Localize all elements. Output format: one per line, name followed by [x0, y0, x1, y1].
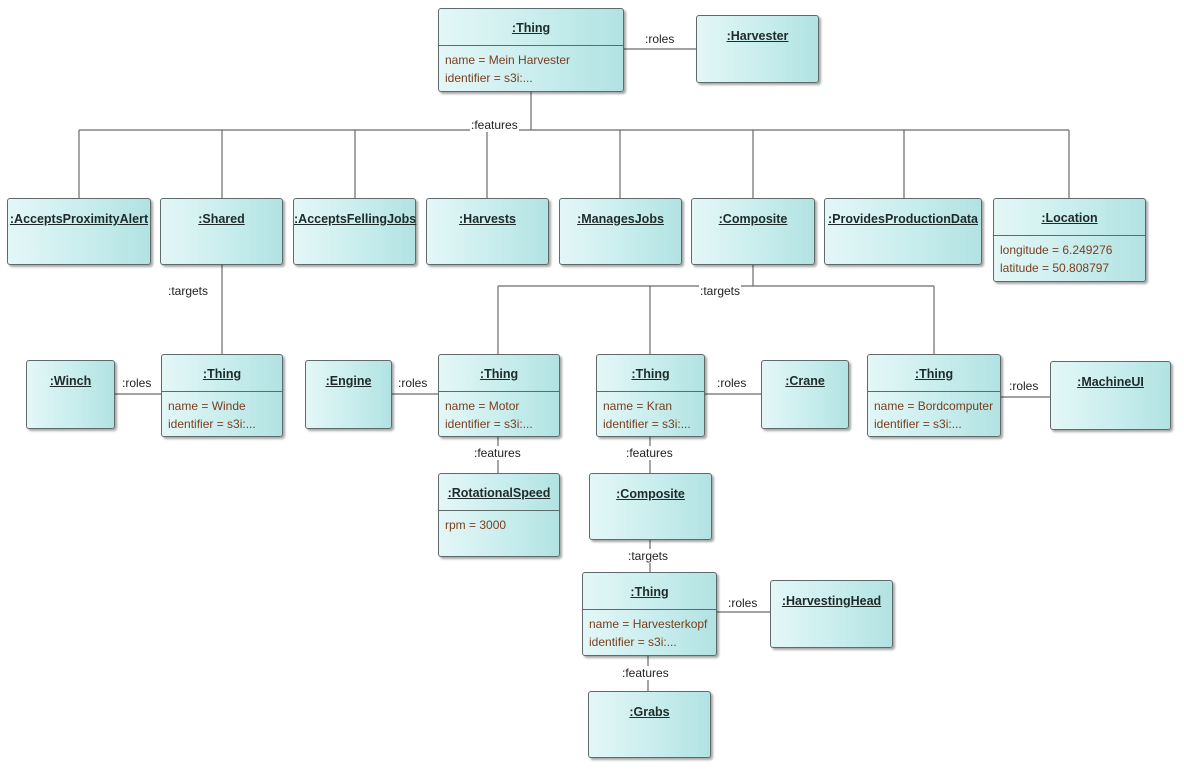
node-title: :Composite [718, 212, 788, 226]
provides-production-data-node[interactable]: :ProvidesProductionData [824, 198, 982, 265]
node-title: :Harvests [459, 212, 516, 226]
roles-label: :roles [716, 376, 748, 390]
node-title: :Shared [198, 212, 245, 226]
node-title: :Thing [439, 9, 623, 46]
node-title: :Thing [583, 573, 716, 610]
thing-winde-node[interactable]: :Thing name = Winde identifier = s3i:... [161, 354, 283, 437]
thing-harvesterkopf-node[interactable]: :Thing name = Harvesterkopf identifier =… [582, 572, 717, 656]
node-attribute: longitude = 6.249276 [1000, 243, 1113, 257]
node-title: :HarvestingHead [781, 594, 882, 608]
accepts-proximity-alert-node[interactable]: :AcceptsProximityAlert [7, 198, 151, 265]
node-attribute: identifier = s3i:... [603, 417, 691, 431]
node-title: :Crane [785, 374, 825, 388]
targets-label: :targets [627, 549, 670, 563]
location-node[interactable]: :Location longitude = 6.249276 latitude … [993, 198, 1146, 282]
node-title: :Thing [162, 355, 282, 392]
node-title: :Grabs [629, 705, 670, 719]
node-title: :Thing [597, 355, 704, 392]
node-title: :ProvidesProductionData [827, 212, 979, 226]
harvests-node[interactable]: :Harvests [426, 198, 549, 265]
winch-node[interactable]: :Winch [26, 360, 115, 429]
features-label: :features [625, 446, 674, 460]
roles-label: :roles [121, 376, 153, 390]
thing-bordcomputer-node[interactable]: :Thing name = Bordcomputer identifier = … [867, 354, 1001, 437]
node-title: :Thing [868, 355, 1000, 392]
composite-kran-node[interactable]: :Composite [589, 473, 712, 540]
grabs-node[interactable]: :Grabs [588, 691, 711, 758]
manages-jobs-node[interactable]: :ManagesJobs [559, 198, 682, 265]
node-title: :RotationalSpeed [439, 474, 559, 511]
node-attribute: identifier = s3i:... [168, 417, 256, 431]
composite-node[interactable]: :Composite [691, 198, 815, 265]
harvester-node[interactable]: :Harvester [696, 15, 819, 83]
machine-ui-node[interactable]: :MachineUI [1050, 361, 1171, 430]
node-title: :AcceptsProximityAlert [9, 212, 149, 226]
node-title: :Winch [49, 374, 92, 388]
targets-label: :targets [699, 284, 742, 298]
node-attribute: identifier = s3i:... [589, 635, 677, 649]
node-attribute: latitude = 50.808797 [1000, 261, 1110, 275]
features-label: :features [473, 446, 522, 460]
accepts-felling-jobs-node[interactable]: :AcceptsFellingJobs [293, 198, 416, 265]
thing-kran-node[interactable]: :Thing name = Kran identifier = s3i:... [596, 354, 705, 437]
node-attribute: name = Winde [168, 399, 246, 413]
thing-motor-node[interactable]: :Thing name = Motor identifier = s3i:... [438, 354, 560, 437]
node-title: :Location [994, 199, 1145, 236]
node-attribute: rpm = 3000 [445, 518, 507, 532]
roles-label: :roles [397, 376, 429, 390]
node-attribute: name = Mein Harvester [445, 53, 571, 67]
crane-node[interactable]: :Crane [761, 360, 849, 429]
roles-label: :roles [644, 32, 676, 46]
node-title: :ManagesJobs [577, 212, 664, 226]
node-attribute: identifier = s3i:... [445, 417, 533, 431]
node-title: :Engine [325, 374, 372, 388]
node-title: :AcceptsFellingJobs [294, 212, 417, 226]
node-title: :Harvester [726, 29, 789, 43]
features-label: :features [621, 666, 670, 680]
roles-label: :roles [1008, 379, 1040, 393]
engine-node[interactable]: :Engine [305, 360, 392, 429]
node-attribute: name = Harvesterkopf [589, 617, 708, 631]
node-title: :Composite [616, 487, 685, 501]
node-attribute: identifier = s3i:... [445, 71, 533, 85]
node-attribute: name = Kran [603, 399, 673, 413]
shared-node[interactable]: :Shared [160, 198, 283, 265]
roles-label: :roles [727, 596, 759, 610]
thing-mein-harvester-node[interactable]: :Thing name = Mein Harvester identifier … [438, 8, 624, 92]
features-label: :features [470, 118, 519, 132]
node-title: :MachineUI [1077, 375, 1144, 389]
node-attribute: identifier = s3i:... [874, 417, 962, 431]
node-attribute: name = Bordcomputer [874, 399, 994, 413]
rotational-speed-node[interactable]: :RotationalSpeed rpm = 3000 [438, 473, 560, 557]
node-attribute: name = Motor [445, 399, 520, 413]
node-title: :Thing [439, 355, 559, 392]
targets-label: :targets [167, 284, 210, 298]
harvesting-head-node[interactable]: :HarvestingHead [770, 580, 893, 648]
